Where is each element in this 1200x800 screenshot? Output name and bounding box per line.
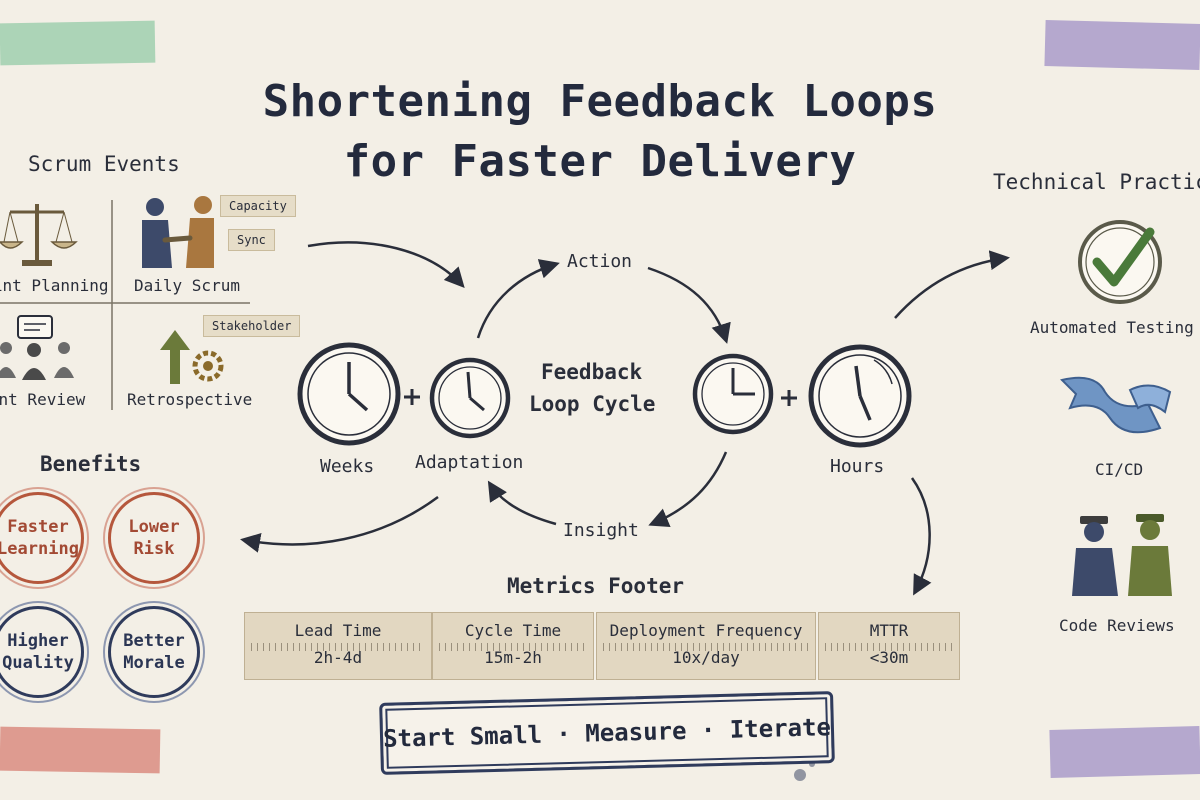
benefit-line: Learning bbox=[0, 539, 79, 559]
cycle-label-insight: Insight bbox=[563, 520, 639, 541]
title-line-2: for Faster Delivery bbox=[343, 136, 857, 187]
benefit-line: Higher bbox=[7, 631, 69, 651]
metric-cycle-time: Cycle Time 15m-2h bbox=[432, 612, 594, 680]
practice-code-reviews: Code Reviews bbox=[1059, 616, 1175, 635]
cycle-label-adaptation: Adaptation bbox=[415, 452, 524, 473]
meeting-icon bbox=[0, 315, 74, 380]
metric-mttr: MTTR <30m bbox=[818, 612, 960, 680]
cycle-label-action: Action bbox=[567, 251, 633, 272]
tag-stakeholder: Stakeholder bbox=[203, 315, 301, 337]
handshake-icon bbox=[142, 196, 214, 268]
ruler-ticks bbox=[603, 643, 809, 651]
arrow-cycle-to-benefits bbox=[240, 495, 439, 553]
metric-lead-time: Lead Time 2h-4d bbox=[244, 612, 432, 680]
metric-value: <30m bbox=[869, 648, 909, 667]
metrics-title: Metrics Footer bbox=[507, 574, 685, 598]
clock-icon-hours bbox=[808, 344, 912, 448]
metric-deployment-frequency: Deployment Frequency 10x/day bbox=[596, 612, 816, 680]
metric-value: 2h-4d bbox=[313, 648, 363, 667]
tag-capacity: Capacity bbox=[220, 195, 296, 217]
arrow-hours-to-practices bbox=[894, 250, 1010, 319]
metric-value: 10x/day bbox=[672, 648, 740, 667]
plus-icon-right bbox=[781, 390, 797, 406]
benefit-line: Faster bbox=[7, 517, 69, 537]
scrum-event-sprint-planning: Sprint Planning bbox=[0, 276, 109, 295]
benefits-title: Benefits bbox=[40, 452, 142, 476]
metric-label: MTTR bbox=[869, 621, 909, 640]
people-icon bbox=[1072, 514, 1172, 596]
checkmark-icon bbox=[1078, 220, 1162, 304]
ruler-ticks bbox=[251, 643, 425, 651]
technical-practices-title: Technical Practices bbox=[993, 170, 1200, 194]
benefit-line: Risk bbox=[133, 539, 175, 559]
scrum-event-daily-scrum: Daily Scrum bbox=[134, 276, 240, 295]
scales-icon bbox=[0, 204, 78, 266]
tag-sync: Sync bbox=[228, 229, 275, 251]
ruler-ticks bbox=[439, 643, 587, 651]
benefit-line: Lower bbox=[128, 517, 180, 537]
ink-dot bbox=[794, 769, 806, 781]
cycle-label-hours: Hours bbox=[830, 456, 885, 477]
practice-ci-cd: CI/CD bbox=[1095, 460, 1144, 479]
clock-icon-mid bbox=[692, 353, 774, 435]
benefit-line: Morale bbox=[123, 653, 185, 673]
benefit-line: Quality bbox=[2, 653, 74, 673]
ruler-ticks bbox=[825, 643, 953, 651]
metric-label: Cycle Time bbox=[464, 621, 562, 640]
metric-label: Deployment Frequency bbox=[609, 621, 803, 640]
ribbon-icon bbox=[1060, 376, 1172, 434]
cycle-label-weeks: Weeks bbox=[320, 456, 375, 477]
scrum-event-sprint-review: Sprint Review bbox=[0, 390, 86, 409]
clock-icon-adaptation bbox=[429, 357, 511, 439]
arrow-adaptation-to-action bbox=[476, 259, 560, 339]
arrow-gear-icon bbox=[160, 330, 224, 384]
cycle-title-line2: Loop Cycle bbox=[529, 392, 656, 416]
metric-label: Lead Time bbox=[294, 621, 382, 640]
metric-value: 15m-2h bbox=[484, 648, 542, 667]
cta-banner: Start Small · Measure · Iterate bbox=[379, 691, 835, 775]
benefit-line: Better bbox=[123, 631, 185, 651]
scrum-event-retrospective: Retrospective bbox=[127, 390, 253, 409]
title-line-1: Shortening Feedback Loops bbox=[262, 76, 938, 127]
cycle-title-line1: Feedback bbox=[541, 360, 643, 384]
clock-icon-weeks bbox=[297, 342, 401, 446]
arrow-scrum-to-cycle bbox=[307, 241, 465, 288]
scrum-events-title: Scrum Events bbox=[28, 152, 180, 176]
arrow-to-insight bbox=[648, 451, 728, 528]
practice-automated-testing: Automated Testing bbox=[1030, 318, 1194, 337]
arrow-hours-to-metrics bbox=[910, 477, 932, 596]
plus-icon-left bbox=[404, 389, 420, 405]
arrow-action-to-hours bbox=[647, 266, 731, 344]
arrow-insight-to-adaptation bbox=[487, 480, 557, 526]
